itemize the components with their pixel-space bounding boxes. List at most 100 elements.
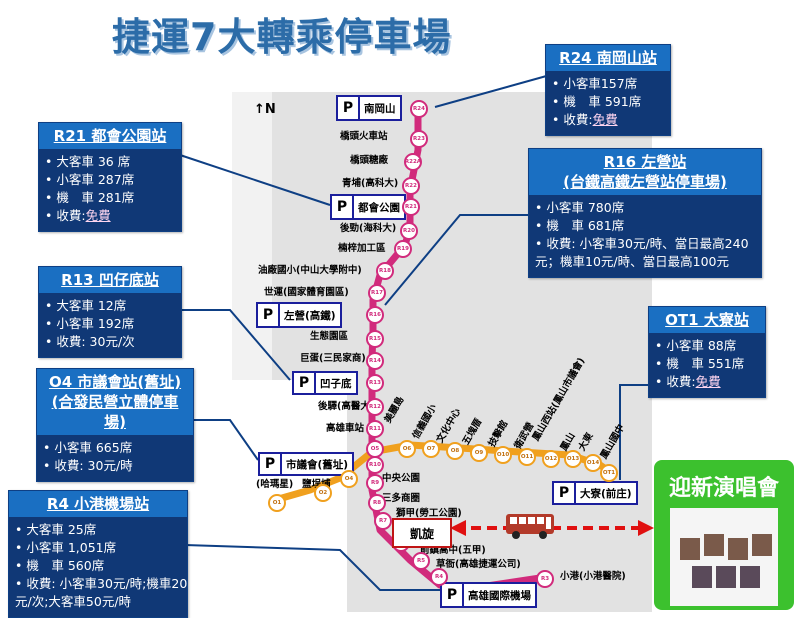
- panel-r24: R24 南岡山站 • 小客車157席 • 機 車 591席 • 收費:免費: [545, 44, 671, 136]
- parking-council: P 市議會(舊址): [258, 452, 355, 476]
- station-code: O8: [446, 442, 464, 460]
- station-label: 後驛(高醫大): [318, 401, 375, 412]
- poster-photo: [716, 566, 736, 588]
- station-code: R23: [410, 130, 428, 148]
- station-code: R17: [368, 284, 386, 302]
- parking-name: 左營(高鐵): [284, 309, 336, 322]
- station-code: R12: [366, 398, 384, 416]
- parking-icon: P: [294, 373, 316, 393]
- station-code: R20: [400, 222, 418, 240]
- panel-o4-line: • 小客車 665席: [43, 440, 133, 455]
- station-code: R9: [366, 474, 384, 492]
- panel-r4-line: 元/次;大客車50元/時: [15, 594, 132, 609]
- station-code: R15: [366, 330, 384, 348]
- panel-r13-title: R13 凹仔底站: [39, 267, 181, 293]
- parking-name: 大寮(前庄): [580, 487, 632, 500]
- panel-r13: R13 凹仔底站 • 大客車 12席 • 小客車 192席 • 收費: 30元/…: [38, 266, 182, 358]
- kaixuan-box: 凱旋: [392, 518, 452, 548]
- station-code: O4: [340, 470, 358, 488]
- station-label: (哈瑪星): [256, 479, 294, 490]
- poster-photo: [692, 566, 712, 588]
- panel-r13-line: • 收費: 30元/次: [45, 334, 135, 349]
- station-label: 中央公園: [382, 473, 421, 484]
- station-label: 前鎮高中(五甲): [420, 545, 486, 556]
- station-label: 獅甲(勞工公園): [396, 508, 462, 519]
- station-code: R24: [410, 100, 428, 118]
- panel-r16-line: • 收費: 小客車30元/時、當日最高240: [535, 236, 749, 251]
- poster-photo: [740, 566, 760, 588]
- parking-gangshan: P 南岡山: [336, 95, 402, 121]
- panel-o4: O4 市議會站(舊址) (合發民營立體停車場) • 小客車 665席 • 收費:…: [36, 368, 194, 482]
- station-label: 楠梓加工區: [338, 243, 386, 254]
- station-code: R19: [394, 240, 412, 258]
- connector-r21: [179, 154, 331, 206]
- station-label: 巨蛋(三民家商): [300, 353, 366, 364]
- panel-ot1-fee: • 收費:免費: [655, 374, 721, 389]
- page-title: 捷運7大轉乘停車場: [112, 15, 452, 59]
- panel-r24-fee: • 收費:免費: [552, 112, 618, 127]
- station-label: 後勁(海科大): [340, 223, 397, 234]
- panel-r21-line: • 大客車 36 席: [45, 154, 131, 169]
- station-code: O2: [314, 484, 332, 502]
- panel-ot1-line: • 小客車 88席: [655, 338, 737, 353]
- map-sea: [232, 92, 272, 392]
- north-arrow: ↑N: [254, 102, 276, 117]
- parking-name: 南岡山: [364, 102, 396, 115]
- station-code: R10: [366, 456, 384, 474]
- station-label: 世運(國家體育園區): [264, 287, 349, 298]
- panel-r4-title: R4 小港機場站: [9, 491, 187, 517]
- panel-r21-line: • 小客車 287席: [45, 172, 135, 187]
- panel-r24-title: R24 南岡山站: [546, 45, 670, 71]
- panel-r13-line: • 小客車 192席: [45, 316, 135, 331]
- station-label: 草衙(高雄捷運公司): [436, 559, 521, 570]
- parking-icon: P: [554, 483, 576, 503]
- parking-icon: P: [332, 196, 354, 218]
- station-label: 高雄車站: [326, 423, 365, 434]
- poster-photo: [704, 534, 724, 556]
- station-label: 青埔(高科大): [342, 178, 399, 189]
- station-code: R11: [366, 420, 384, 438]
- panel-ot1: OT1 大寮站 • 小客車 88席 • 機 車 551席 • 收費:免費: [648, 306, 766, 398]
- station-code: R22A: [404, 153, 422, 171]
- poster-photo: [680, 538, 700, 560]
- station-code: O10: [494, 446, 512, 464]
- station-label: 橋頭糖廠: [350, 155, 389, 166]
- bus-icon: [506, 514, 554, 539]
- connector-r4: [184, 544, 440, 591]
- station-label: 鹽埕埔: [302, 479, 331, 490]
- concert-poster: [670, 508, 778, 606]
- station-code: R14: [366, 352, 384, 370]
- panel-r16-title: R16 左營站: [603, 153, 687, 171]
- station-code: R7: [374, 512, 392, 530]
- station-code: OT1: [600, 464, 618, 482]
- parking-metro-park: P 都會公園: [330, 194, 406, 220]
- parking-name: 高雄國際機場: [468, 589, 531, 602]
- panel-ot1-line: • 機 車 551席: [655, 356, 745, 371]
- panel-r21-fee: • 收費:免費: [45, 208, 111, 223]
- station-label: 三多商圈: [382, 493, 421, 504]
- parking-daliao: P 大寮(前庄): [552, 481, 638, 505]
- station-code: O7: [422, 440, 440, 458]
- station-code: O11: [518, 448, 536, 466]
- station-code: O12: [542, 450, 560, 468]
- panel-r4-line: • 小客車 1,051席: [15, 540, 117, 555]
- connector-r13: [180, 309, 291, 381]
- station-code: R8: [368, 494, 386, 512]
- panel-o4-subtitle: (合發民營立體停車場): [51, 393, 179, 431]
- station-label: 小港(小港醫院): [560, 571, 626, 582]
- parking-icon: P: [338, 97, 360, 119]
- station-code: R18: [376, 262, 394, 280]
- arrow-head-right: [638, 520, 654, 536]
- north-label: N: [264, 102, 276, 117]
- station-label: 橋頭火車站: [340, 131, 388, 142]
- panel-r21-title: R21 都會公園站: [39, 123, 181, 149]
- panel-r16-line: 元；機車10元/時、當日最高100元: [535, 254, 729, 269]
- panel-r4-line: • 機 車 560席: [15, 558, 105, 573]
- station-code: O13: [564, 450, 582, 468]
- parking-icon: P: [258, 304, 280, 326]
- poster-photo: [752, 534, 772, 556]
- panel-o4-title: O4 市議會站(舊址): [48, 373, 182, 391]
- parking-zuoying: P 左營(高鐵): [256, 302, 342, 328]
- panel-r24-line: • 小客車157席: [552, 76, 638, 91]
- panel-o4-line: • 收費: 30元/時: [43, 458, 133, 473]
